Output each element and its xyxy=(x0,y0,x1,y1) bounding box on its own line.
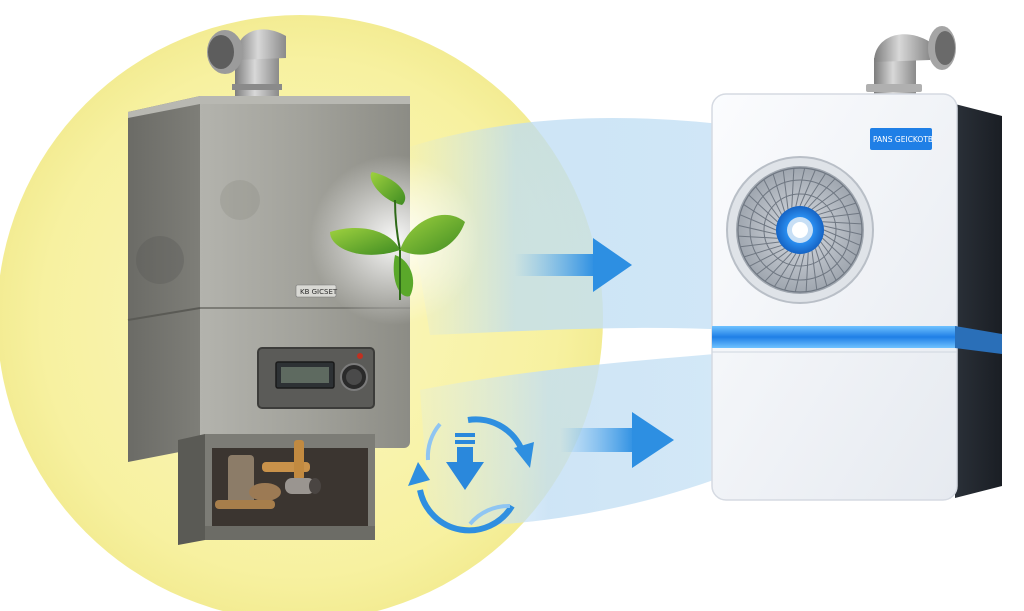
fan-grille-spoke xyxy=(823,225,862,236)
fan-grille-spoke xyxy=(738,235,778,239)
heat-pump-fan xyxy=(726,156,874,304)
fan-grille-spoke xyxy=(749,247,785,267)
fan-grille-spoke xyxy=(743,244,782,258)
fan-grille-spoke xyxy=(739,214,777,231)
fan-grille-spoke xyxy=(774,253,797,287)
fan-grille-spoke xyxy=(811,185,844,210)
fan-grille-spoke xyxy=(740,241,780,248)
fan-grille-spoke xyxy=(815,193,851,213)
fan-grille-spoke xyxy=(791,168,795,208)
fan-grille-spoke xyxy=(772,173,786,212)
fan-grille-spoke xyxy=(782,170,789,210)
fan-grille-spoke xyxy=(818,202,857,216)
heat-pump-unit xyxy=(711,93,1002,501)
heat-pump-brand-badge: PANS GEICKOTB xyxy=(870,128,933,150)
fan-grille-spoke xyxy=(823,229,861,246)
heat-pump-brand-text: PANS GEICKOTB xyxy=(873,135,933,144)
fan-grille-spoke xyxy=(823,233,857,256)
fan-grille-spoke xyxy=(822,221,862,225)
leaf-icon xyxy=(310,155,480,325)
heat-pump-blue-stripe xyxy=(712,326,957,348)
fan-grille-spoke xyxy=(784,253,801,291)
fan-grille-spoke xyxy=(803,173,826,207)
fan-grille-spoke xyxy=(811,250,818,290)
fan-grille-spoke xyxy=(814,248,828,287)
boiler-pipe-compartment xyxy=(178,434,375,545)
heat-pump-flue-pipe xyxy=(866,26,956,100)
fan-grille-spoke xyxy=(748,194,778,223)
recycle-arrows-icon xyxy=(408,416,534,534)
fan-grille-spoke xyxy=(755,186,780,219)
boiler-flue-pipe xyxy=(207,29,286,106)
fan-grille-spoke xyxy=(799,169,816,207)
arrow-right-icon xyxy=(515,238,632,292)
fan-grille-spoke xyxy=(820,241,845,274)
fan-grille-spoke xyxy=(743,204,777,227)
fan-grille-spoke xyxy=(817,245,837,281)
fan-grille-spoke xyxy=(764,252,793,282)
arrow-right-icon-lower xyxy=(560,412,674,468)
fan-grille-spoke xyxy=(763,179,783,215)
fan-grille-spoke xyxy=(805,252,809,292)
boiler-nameplate-text: KB GICSET xyxy=(300,288,338,296)
fan-grille-spoke xyxy=(794,253,805,292)
fan-grille-spoke xyxy=(807,178,836,208)
fan-grille-spoke xyxy=(820,212,860,219)
fan-grille-spoke xyxy=(822,237,852,266)
fan-grille-spoke xyxy=(756,250,789,275)
flow-band-top xyxy=(400,117,730,335)
boiler-control-panel xyxy=(257,347,375,409)
fan-grille-spoke xyxy=(738,224,777,235)
download-arrow-icon xyxy=(446,433,484,490)
fan-grille-spoke xyxy=(795,168,806,207)
